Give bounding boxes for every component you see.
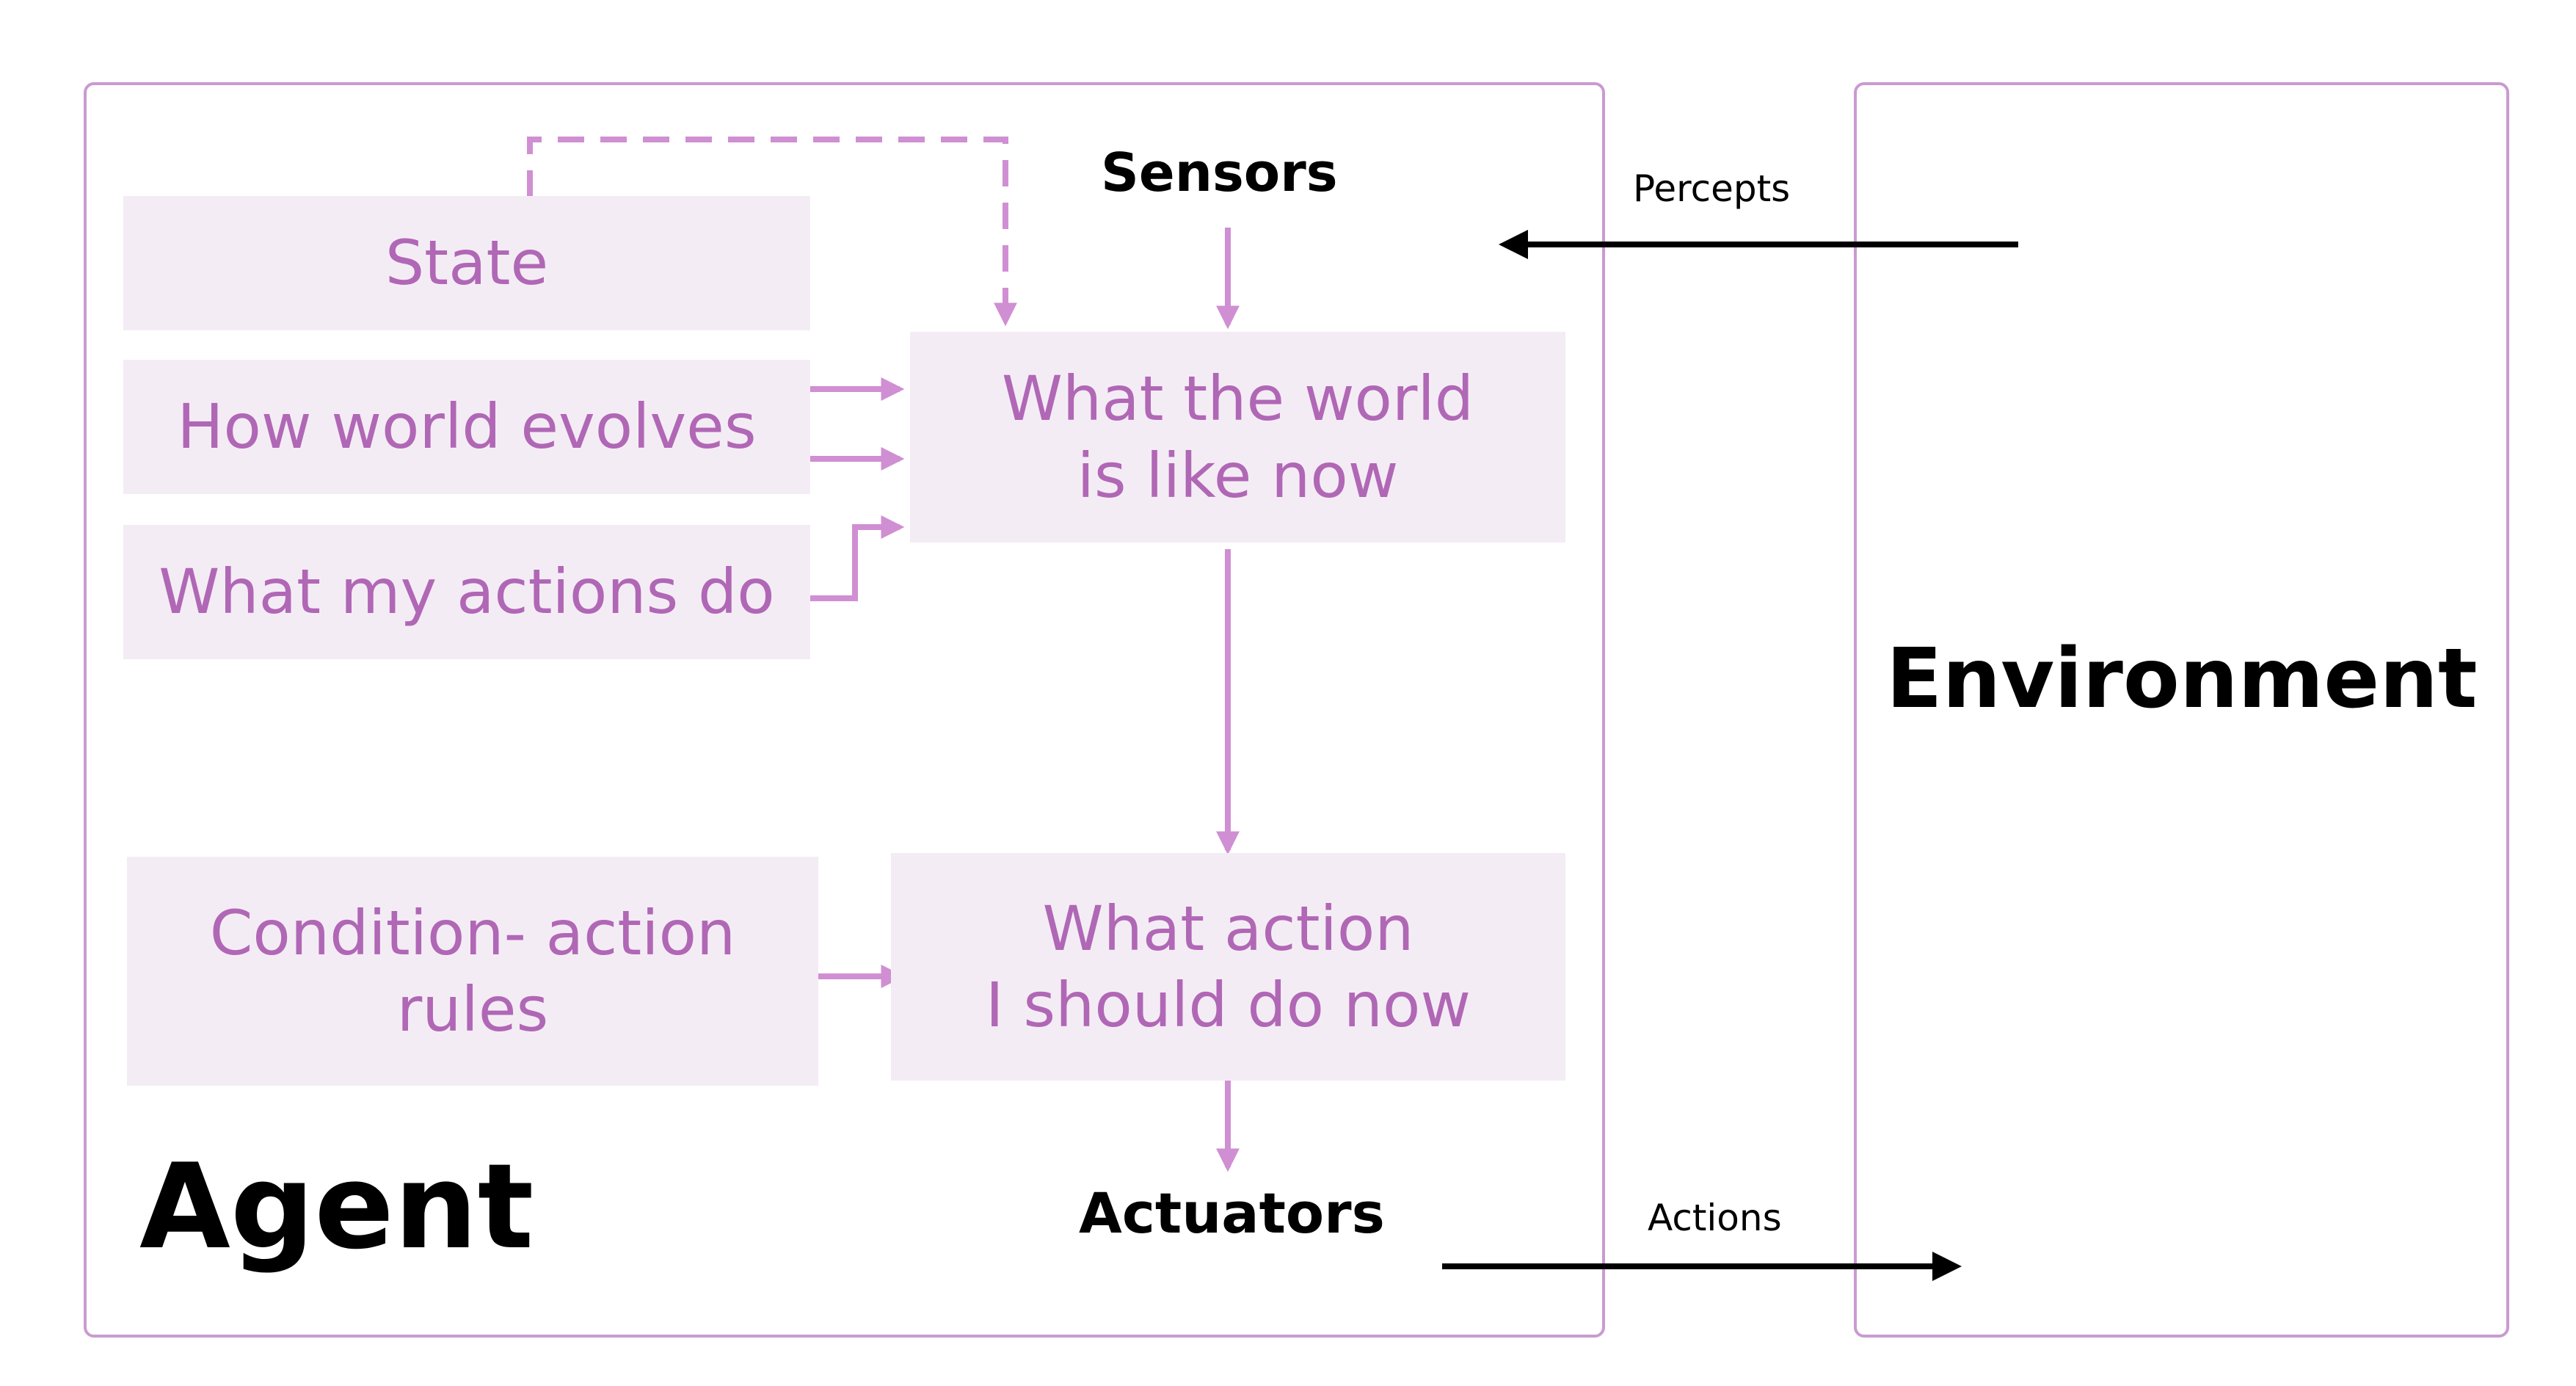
condition-action-rules-box: Condition- action rules (127, 857, 818, 1086)
rules-line-1: Condition- action (209, 896, 736, 969)
percepts-label: Percepts (1633, 167, 1791, 210)
how-world-evolves-box: How world evolves (123, 360, 810, 494)
actions-do-arrow (810, 515, 905, 601)
world-now-line-2: is like now (1077, 439, 1399, 512)
rules-line-2: rules (396, 973, 549, 1045)
actions-label: Actions (1648, 1197, 1782, 1239)
environment-label: Environment (1886, 631, 2478, 727)
agent-label: Agent (139, 1138, 534, 1275)
what-action-box: What action I should do now (891, 853, 1565, 1081)
world-now-box: What the world is like now (910, 332, 1565, 543)
what-my-actions-do-box: What my actions do (123, 525, 810, 659)
sensors-label: Sensors (1101, 142, 1338, 203)
agent-panel (84, 82, 1605, 1338)
what-action-line-2: I should do now (985, 969, 1471, 1041)
state-label: State (385, 227, 549, 300)
actuators-label: Actuators (1079, 1180, 1385, 1246)
state-box: State (123, 196, 810, 330)
what-action-line-1: What action (1042, 892, 1414, 965)
environment-panel (1854, 82, 2509, 1338)
world-now-line-1: What the world (1001, 363, 1474, 435)
how-world-evolves-label: How world evolves (177, 391, 757, 463)
what-my-actions-do-label: What my actions do (159, 556, 775, 628)
